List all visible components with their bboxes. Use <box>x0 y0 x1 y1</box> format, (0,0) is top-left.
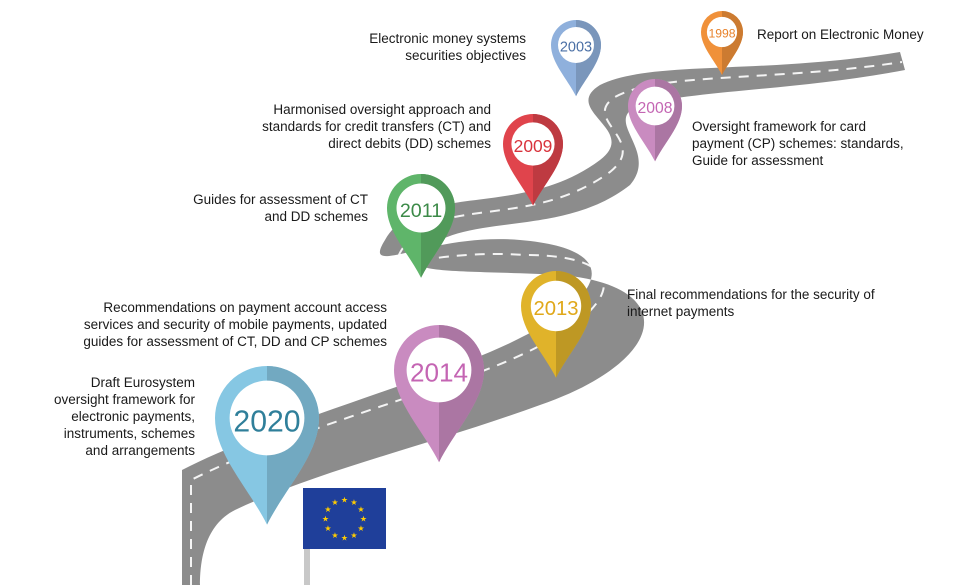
pin-year-2003: 2003 <box>560 40 592 56</box>
eu-flag <box>303 488 386 549</box>
label-2020-line-1: Draft Eurosystem <box>90 375 195 390</box>
label-1998: Report on Electronic Money <box>757 26 924 43</box>
label-2020: Draft Eurosystem oversight framework for… <box>54 374 195 459</box>
label-2003-line-2: securities objectives <box>405 48 526 63</box>
flag-star: ★ <box>357 524 364 533</box>
winding-road <box>182 52 905 585</box>
flag-star: ★ <box>331 498 338 507</box>
flag-star: ★ <box>324 524 331 533</box>
pin-2013: 2013 <box>521 271 591 378</box>
pin-2020: 2020 <box>215 366 319 525</box>
label-2013: Final recommendations for the security o… <box>627 286 875 320</box>
label-2014-line-1: Recommendations on payment account acces… <box>103 300 387 315</box>
label-2008-line-2: payment (CP) schemes: standards, <box>692 136 904 151</box>
label-2009-line-2: standards for credit transfers (CT) and <box>262 119 491 134</box>
flag-star: ★ <box>357 505 364 514</box>
pin-disc <box>229 380 305 456</box>
label-2020-line-5: and arrangements <box>85 443 195 458</box>
pin-2014: 2014 <box>394 325 484 463</box>
flag-star: ★ <box>331 531 338 540</box>
road-centerline <box>190 61 903 585</box>
pin-disc <box>558 27 594 63</box>
pin-2008: 2008 <box>628 79 682 162</box>
flag-star: ★ <box>341 534 348 543</box>
label-2011-line-2: and DD schemes <box>264 209 368 224</box>
pin-disc <box>511 122 555 166</box>
label-2011-line-1: Guides for assessment of CT <box>193 192 368 207</box>
pin-disc <box>635 86 675 126</box>
flag-star: ★ <box>350 531 357 540</box>
label-2011: Guides for assessment of CT and DD schem… <box>193 191 368 225</box>
label-2020-line-4: instruments, schemes <box>63 426 195 441</box>
flag-star: ★ <box>350 498 357 507</box>
label-2014: Recommendations on payment account acces… <box>83 299 387 350</box>
pin-1998: 1998 <box>701 11 743 76</box>
label-2009-line-3: direct debits (DD) schemes <box>328 136 491 151</box>
label-2008: Oversight framework for card payment (CP… <box>692 118 904 169</box>
label-2013-line-2: internet payments <box>627 304 735 319</box>
label-2008-line-1: Oversight framework for card <box>692 119 867 134</box>
flag-star: ★ <box>341 496 348 505</box>
label-2009: Harmonised oversight approach and standa… <box>262 101 491 152</box>
pin-year-2014: 2014 <box>410 358 468 388</box>
eu-flag-stars: ★★★★★★★★★★★★ <box>322 496 367 543</box>
pin-disc <box>530 280 582 332</box>
label-2020-line-2: oversight framework for <box>53 392 195 407</box>
pin-year-2009: 2009 <box>514 136 553 156</box>
label-2020-line-3: electronic payments, <box>71 409 195 424</box>
pin-2003: 2003 <box>551 20 601 97</box>
flag-star: ★ <box>324 505 331 514</box>
pin-year-2008: 2008 <box>638 100 673 117</box>
pin-disc <box>406 337 472 403</box>
label-2008-line-3: Guide for assessment <box>692 153 824 168</box>
flag-star: ★ <box>322 515 329 524</box>
label-2003-line-1: Electronic money systems <box>369 31 526 46</box>
label-2013-line-1: Final recommendations for the security o… <box>627 287 875 302</box>
pin-2011: 2011 <box>387 174 455 278</box>
label-1998-line-1: Report on Electronic Money <box>757 27 924 42</box>
pin-disc <box>396 183 446 233</box>
pin-year-2013: 2013 <box>533 298 578 320</box>
label-2009-line-1: Harmonised oversight approach and <box>273 102 491 117</box>
flag-pole <box>304 545 310 585</box>
pin-disc <box>706 16 738 48</box>
label-2014-line-3: guides for assessment of CT, DD and CP s… <box>83 334 387 349</box>
pin-2009: 2009 <box>503 114 563 206</box>
flag-star: ★ <box>360 515 367 524</box>
pin-year-2020: 2020 <box>233 406 300 439</box>
pin-year-1998: 1998 <box>708 27 735 41</box>
label-2003: Electronic money systems securities obje… <box>369 30 526 64</box>
label-2014-line-2: services and security of mobile payments… <box>83 317 387 332</box>
pin-year-2011: 2011 <box>400 200 442 222</box>
